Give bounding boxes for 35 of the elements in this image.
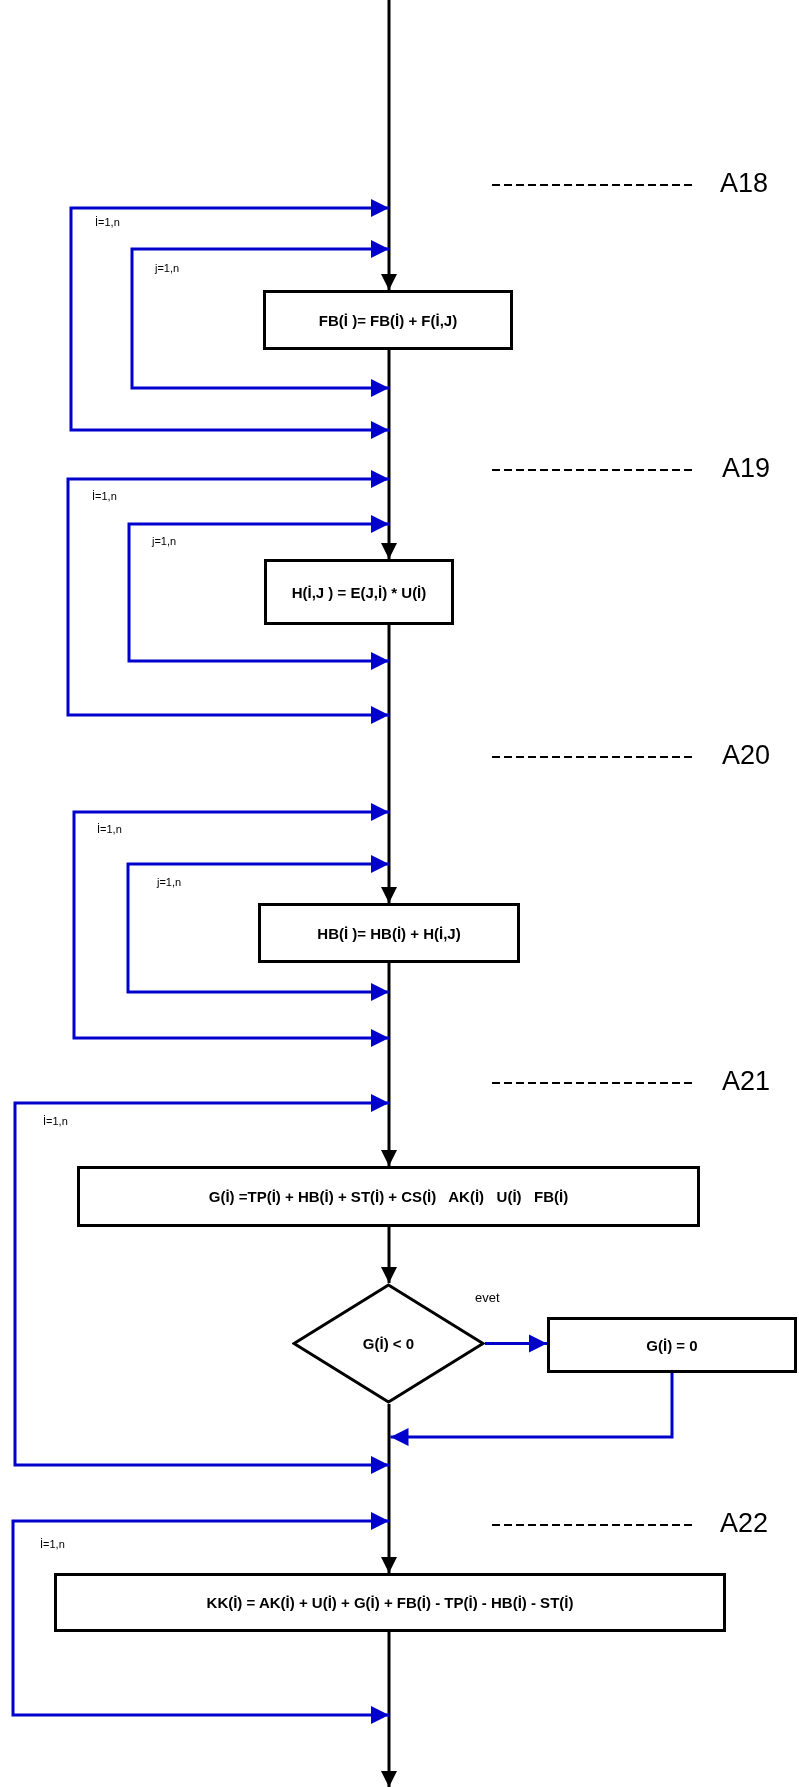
formula-text: G(İ) =TP(İ) + HB(İ) + ST(İ) + CS(İ) AK(İ) U(İ) FB(İ) <box>208 1188 569 1205</box>
loop-index-label: İ=1,n <box>97 823 122 835</box>
arrow <box>381 1227 397 1283</box>
process-box <box>77 1166 700 1227</box>
loop-index-label: İ=1,n <box>95 216 120 228</box>
arrow <box>381 963 397 1166</box>
flow-line <box>381 1632 397 1787</box>
loop-index-label: j=1,n <box>157 876 182 888</box>
section-label: A18 <box>720 168 769 199</box>
process-box <box>263 290 513 350</box>
process-box <box>54 1573 726 1632</box>
loop-index-label: j=1,n <box>152 535 177 547</box>
section-label: A19 <box>722 453 771 484</box>
loop-index-label: j=1,n <box>155 262 180 274</box>
formula-text: H(İ,J ) = E(J,İ) * U(İ) <box>291 583 427 601</box>
formula-text: FB(İ )= FB(İ) + F(İ,J) <box>318 311 458 329</box>
section-label: A22 <box>720 1508 769 1539</box>
arrow <box>485 1334 547 1353</box>
arrow <box>390 1373 674 1446</box>
flow-line <box>381 0 397 290</box>
process-box <box>264 559 454 625</box>
process-box <box>547 1317 797 1373</box>
section-label: A21 <box>722 1066 771 1097</box>
formula-text: KK(İ) = AK(İ) + U(İ) + G(İ) + FB(İ) - TP(İ) - HB(İ) - ST(İ) <box>206 1594 574 1611</box>
formula-text: G(İ) < 0 <box>362 1335 415 1352</box>
loop-index-label: İ=1,n <box>40 1538 65 1550</box>
process-box <box>258 903 520 963</box>
arrow <box>381 350 397 559</box>
formula-text: G(İ) = 0 <box>646 1336 698 1354</box>
loop-index-label: İ=1,n <box>92 490 117 502</box>
arrow <box>381 1404 397 1573</box>
loop-index-label: İ=1,n <box>43 1115 68 1127</box>
formula-text: HB(İ )= HB(İ) + H(İ,J) <box>317 924 461 942</box>
section-label: A20 <box>722 740 771 771</box>
arrow <box>381 625 397 903</box>
